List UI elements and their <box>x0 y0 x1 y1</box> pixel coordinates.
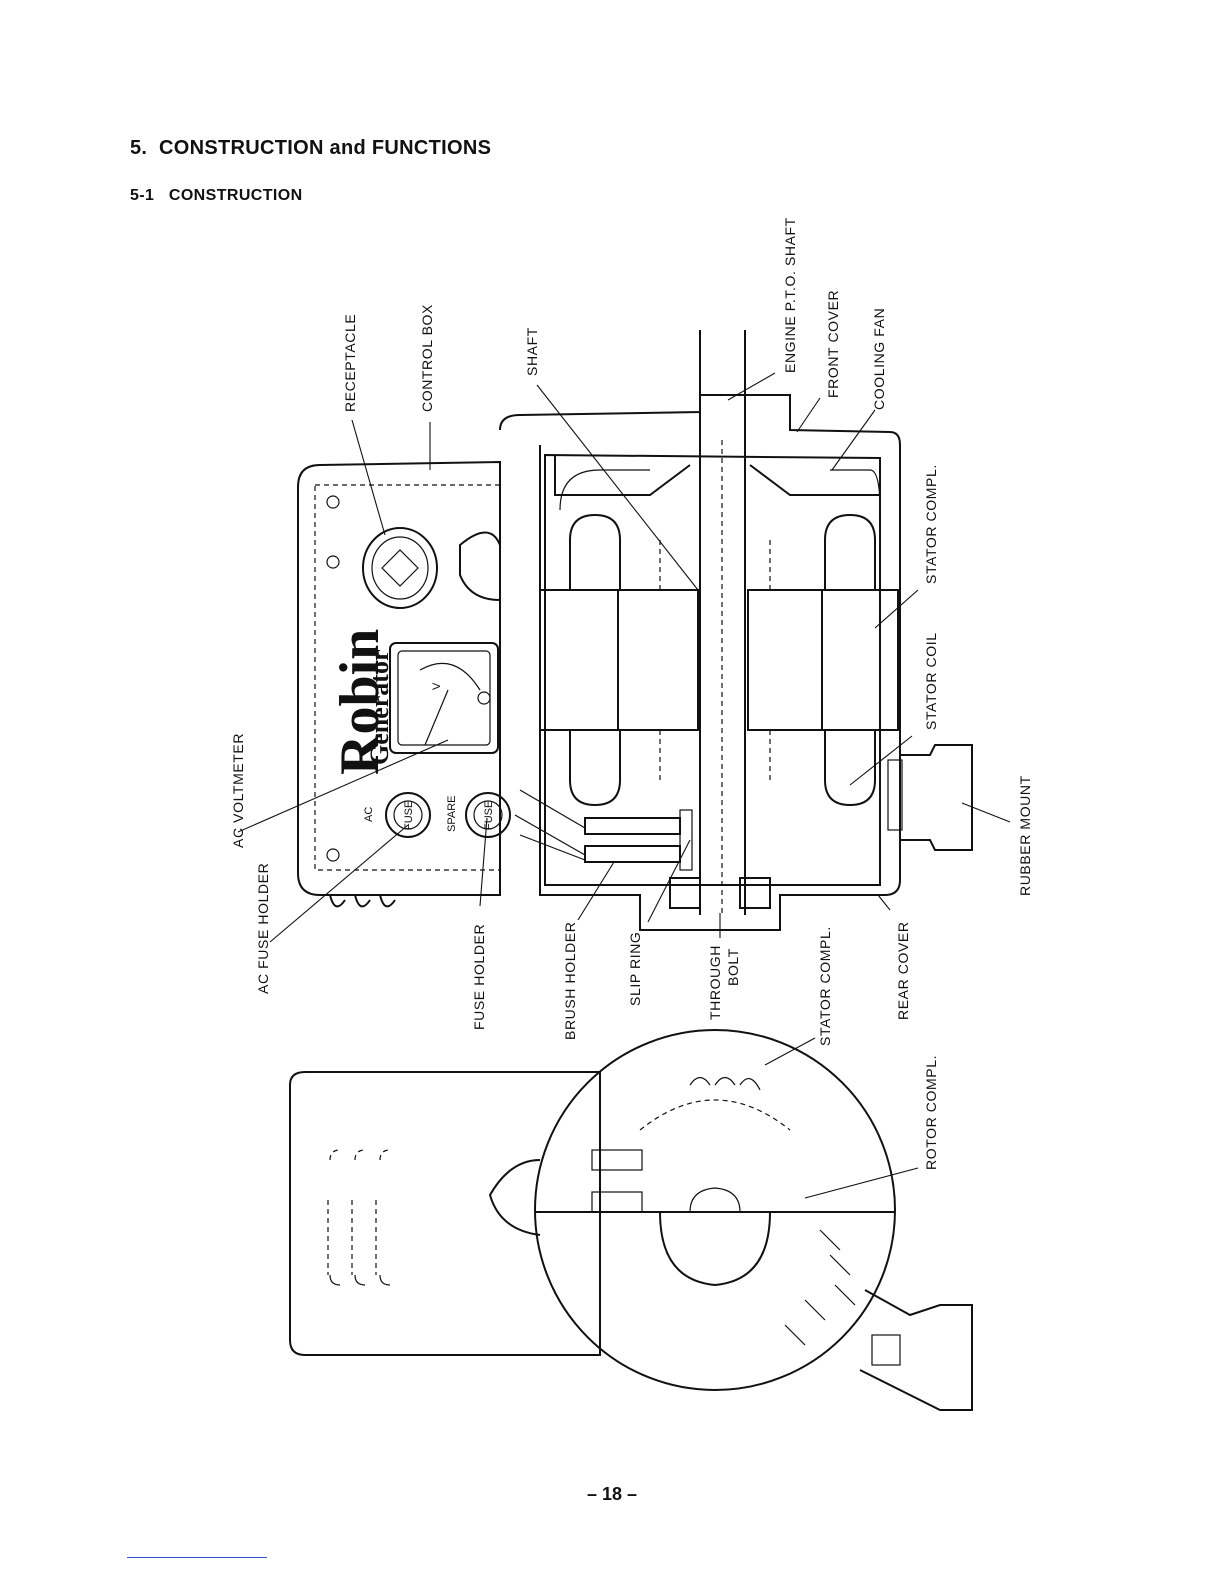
section-heading: CONSTRUCTION and FUNCTIONS <box>159 137 492 159</box>
label-through-bolt-2: BOLT <box>725 948 741 986</box>
control-box-drawing: V AC SPARE FUSE FUSE Robin Generator <box>297 460 511 908</box>
subsection-title: 5-1 CONSTRUCTION <box>130 187 303 205</box>
label-slip-ring: SLIP RING <box>627 932 643 1006</box>
label-stator-compl-upper: STATOR COMPL. <box>923 464 939 584</box>
spare-mark: SPARE <box>446 796 458 832</box>
label-stator-coil: STATOR COIL <box>923 632 939 730</box>
label-brush-holder: BRUSH HOLDER <box>562 922 578 1040</box>
label-front-cover: FRONT COVER <box>825 290 841 398</box>
label-control-box: CONTROL BOX <box>419 304 435 412</box>
label-ac-voltmeter: AC VOLTMETER <box>230 733 246 848</box>
section-number: 5. <box>130 137 148 159</box>
label-rotor-compl: ROTOR COMPL. <box>923 1055 939 1170</box>
label-stator-compl-lower: STATOR COMPL. <box>817 926 833 1046</box>
end-view-drawing <box>289 1029 973 1411</box>
label-rear-cover: REAR COVER <box>895 921 911 1020</box>
subsection-number: 5-1 <box>130 187 155 204</box>
footer-rule <box>127 1557 267 1558</box>
part-labels: RECEPTACLE CONTROL BOX SHAFT ENGINE P.T.… <box>230 217 1033 1170</box>
product-logo: Generator <box>365 649 394 765</box>
voltmeter-mark: V <box>431 682 443 690</box>
brand-logo: Robin <box>329 629 391 775</box>
subsection-heading: CONSTRUCTION <box>168 187 303 204</box>
leader-lines <box>237 372 1011 1199</box>
label-cooling-fan: COOLING FAN <box>871 308 887 410</box>
label-rubber-mount: RUBBER MOUNT <box>1017 775 1033 896</box>
section-title: 5. CONSTRUCTION and FUNCTIONS <box>130 137 491 160</box>
label-ac-fuse-holder: AC FUSE HOLDER <box>255 863 271 994</box>
label-fuse-holder: FUSE HOLDER <box>471 924 487 1030</box>
generator-body-drawing <box>499 330 973 931</box>
ac-mark: AC <box>363 807 375 822</box>
label-through-bolt-1: THROUGH <box>707 945 723 1020</box>
page-number: – 18 – <box>586 1484 638 1504</box>
label-engine-pto-shaft: ENGINE P.T.O. SHAFT <box>782 217 798 373</box>
fuse-mark-ac: FUSE <box>403 801 415 830</box>
label-shaft: SHAFT <box>524 327 540 376</box>
label-receptacle: RECEPTACLE <box>342 314 358 412</box>
fuse-mark-spare: FUSE <box>483 801 495 830</box>
